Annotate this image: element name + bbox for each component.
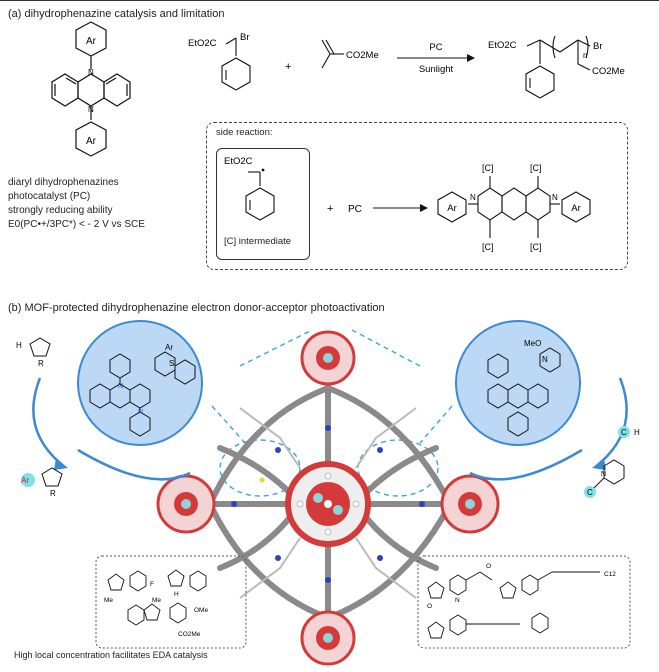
pyrrole-substrate: [29, 337, 51, 357]
dihydrophenazine-catalyst: [51, 21, 131, 157]
right-box-c12: C12: [604, 571, 616, 578]
c-label-4: [C]: [530, 242, 542, 252]
product-ester-label: EtO2C: [488, 40, 517, 51]
pyrrole-r-label: R: [38, 359, 44, 368]
right-circle-n: N: [542, 355, 548, 364]
side-reaction-box: [206, 122, 628, 270]
pyrrole-product: [41, 467, 63, 487]
left-box-co2me: CO2Me: [178, 631, 201, 638]
catalyst-desc-line-3: strongly reducing ability: [8, 205, 113, 216]
left-zoom-circle: Ar S N N: [77, 320, 203, 446]
catalyst-desc-line-1: diaryl dihydrophenazines: [8, 177, 119, 188]
intermediate-box: [216, 148, 310, 260]
pyridine-product: [593, 459, 625, 489]
side-plus-sign: +: [327, 203, 333, 215]
right-box-n: N: [455, 597, 460, 604]
catalyst-desc-line-4: E0(PC•+/3PC*) < - 2 V vs SCE: [8, 219, 145, 230]
left-box-h: H: [174, 591, 179, 598]
catalyst-description: diaryl dihydrophenazines photocatalyst (…: [8, 176, 145, 232]
side-reaction-title: side reaction:: [216, 127, 273, 138]
n-label-bottom: N: [88, 105, 94, 114]
ar-label-bottom: Ar: [86, 136, 97, 147]
c-label-1: [C]: [482, 163, 494, 173]
pyridine-c-label: C: [587, 488, 593, 497]
left-box-me-2: Me: [152, 597, 161, 604]
section-a-drawing: Ar Ar N N EtO2C Br + CO2Me PC Sunlight E…: [51, 21, 625, 252]
section-b-caption: High local concentration facilitates EDA…: [14, 650, 208, 660]
right-circle-meo: MeO: [524, 339, 541, 348]
pyrrole-h-label: H: [16, 341, 22, 350]
side-ar-left: Ar: [447, 203, 457, 214]
mof-framework: [156, 330, 500, 666]
zr-cluster-bottom: [300, 610, 356, 666]
blue-arrows: [32, 377, 628, 481]
section-b-title: (b) MOF-protected dihydrophenazine elect…: [8, 302, 385, 314]
c-h-c-label: C: [621, 428, 627, 437]
arrow-bottom-label: Sunlight: [419, 64, 454, 75]
left-circle-n2: N: [138, 409, 143, 416]
left-box-me-1: Me: [104, 597, 113, 604]
pyridine-n-label: N: [601, 471, 606, 478]
c-h-h-label: H: [634, 428, 640, 437]
bromoester-reagent: [221, 37, 251, 91]
top-rule: [0, 0, 659, 1]
product-ar-highlight: [21, 473, 35, 487]
pyridine-c-highlight: [584, 486, 596, 498]
left-circle-n1: N: [118, 383, 123, 390]
side-n-right: N: [552, 193, 558, 202]
product-ar-label: Ar: [21, 476, 29, 485]
right-box-molecules: [427, 571, 600, 639]
reagent-br-label: Br: [240, 32, 250, 43]
intermediate-label: [C] intermediate: [224, 236, 292, 247]
zr-cluster-right: [440, 474, 500, 534]
zr-cluster-center: [285, 461, 371, 547]
left-examples-box: [95, 555, 247, 649]
intermediate-radical: [245, 171, 275, 221]
n-label-top: N: [88, 68, 94, 77]
right-box-o-2: O: [486, 563, 491, 570]
left-box-molecules: [107, 569, 207, 626]
zr-cluster-top: [300, 330, 356, 386]
ar-label-top: Ar: [86, 36, 97, 47]
arrow-top-label: PC: [429, 42, 442, 53]
product-co2me-label: CO2Me: [592, 66, 625, 77]
product-n-label: n: [583, 51, 587, 60]
left-circle-s: S: [169, 359, 174, 368]
reagent-ester-label: EtO2C: [188, 38, 217, 49]
catalyst-desc-line-2: photocatalyst (PC): [8, 191, 91, 202]
section-b-drawing: Ar S N N MeO N H R Ar R: [16, 320, 640, 666]
right-zoom-circle: MeO N: [455, 320, 581, 446]
intermediate-ester-label: EtO2C: [224, 156, 253, 167]
left-box-f: F: [150, 581, 154, 588]
side-ar-right: Ar: [571, 203, 581, 214]
c-h-highlight: [618, 426, 630, 438]
side-n-left: N: [470, 193, 476, 202]
right-examples-box: [417, 555, 631, 649]
zr-cluster-left: [156, 474, 216, 534]
side-pc-label: PC: [348, 204, 362, 215]
c-label-3: [C]: [482, 242, 494, 252]
radical-dot: [261, 168, 265, 172]
monomer: [321, 39, 344, 69]
monomer-label: CO2Me: [346, 50, 379, 61]
left-circle-ar: Ar: [165, 343, 173, 352]
alkylated-dihydrophenazine: [437, 176, 591, 238]
plus-sign: +: [285, 61, 291, 73]
section-a-title: (a) dihydrophenazine catalysis and limit…: [8, 8, 225, 20]
product-r-label: R: [50, 489, 56, 498]
product-br-label: Br: [593, 41, 603, 52]
polymer-product: [525, 35, 591, 99]
c-label-2: [C]: [530, 163, 542, 173]
right-box-o-1: O: [427, 603, 432, 610]
left-box-ome: OMe: [194, 607, 208, 614]
